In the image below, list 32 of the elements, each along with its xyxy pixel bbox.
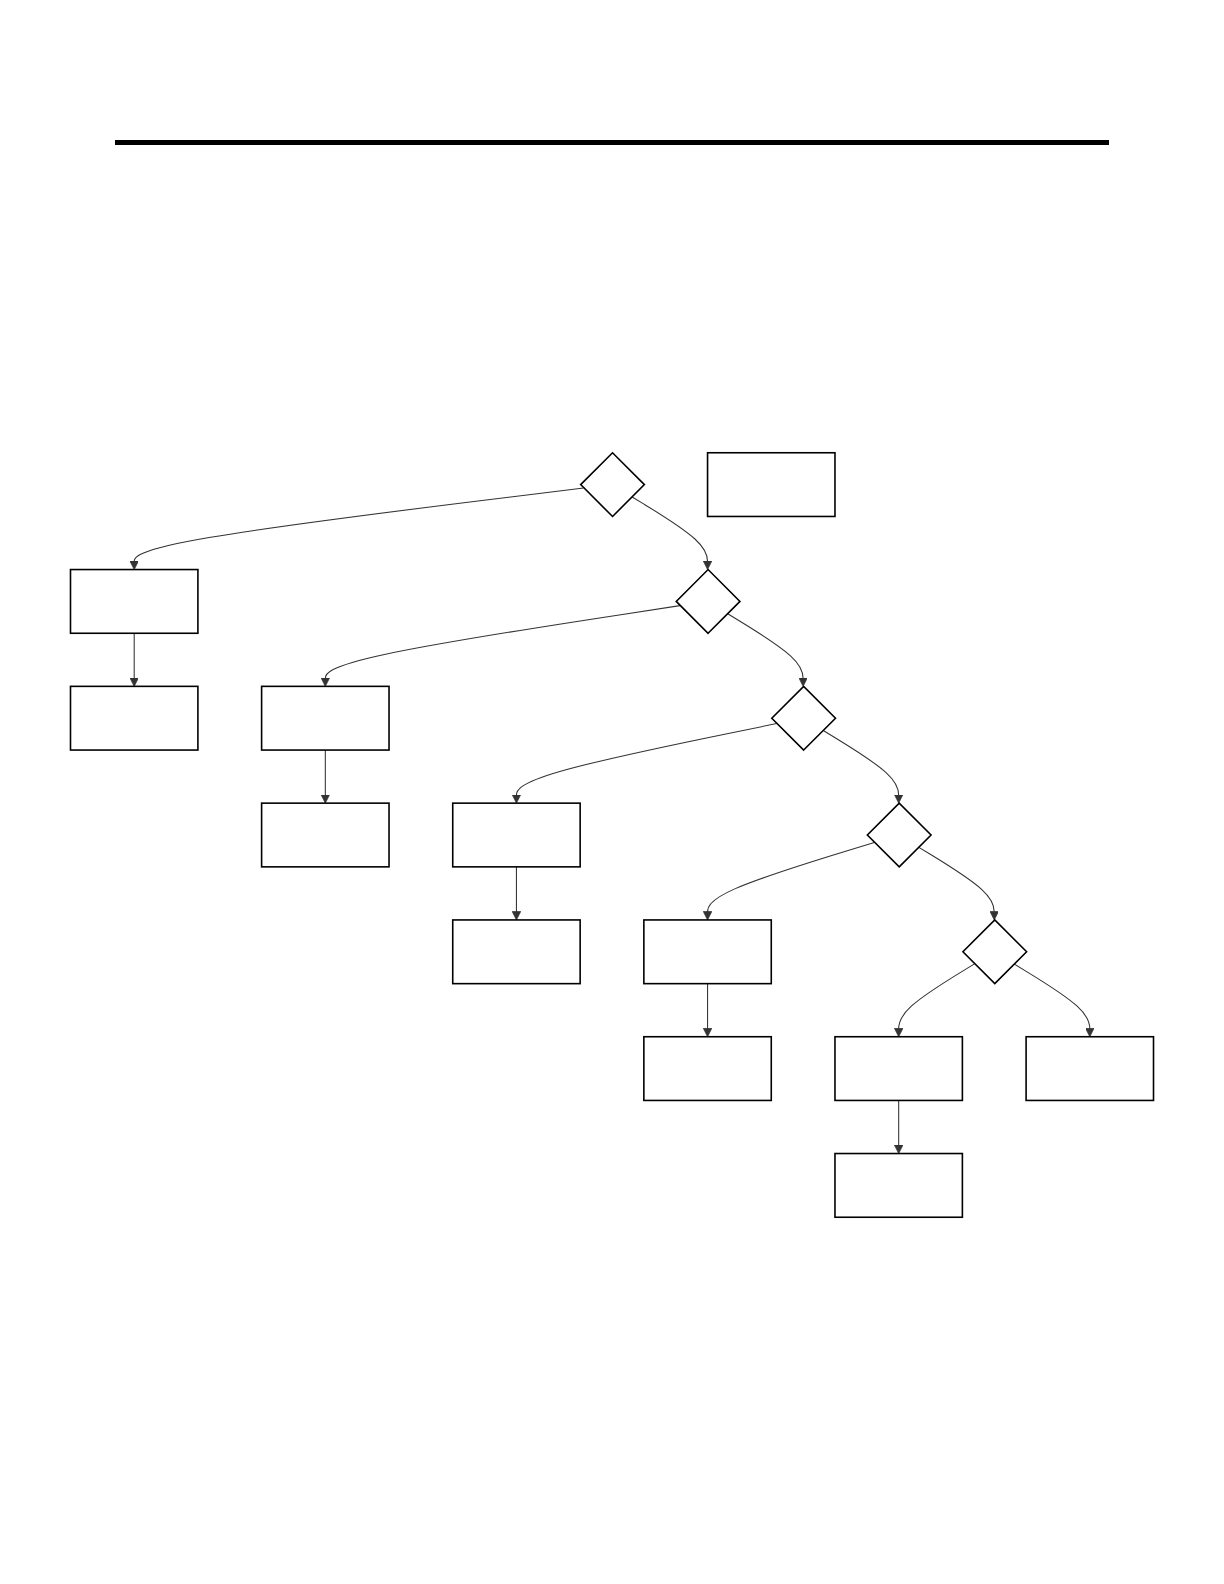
node-box bbox=[260, 802, 390, 868]
arrow bbox=[320, 749, 330, 804]
arrow bbox=[1013, 963, 1095, 1038]
arrow bbox=[129, 632, 139, 687]
node-diamond bbox=[579, 451, 646, 518]
node-diamond bbox=[770, 685, 837, 752]
arrow bbox=[894, 963, 975, 1038]
node-box bbox=[834, 1035, 964, 1102]
node-box bbox=[643, 919, 773, 985]
arrow bbox=[702, 983, 713, 1038]
node-diamond bbox=[675, 568, 742, 635]
node-box bbox=[69, 685, 199, 751]
arrow bbox=[511, 866, 522, 921]
node-box bbox=[706, 451, 836, 518]
node-diamond bbox=[961, 918, 1028, 985]
arrow bbox=[129, 487, 585, 570]
arrow bbox=[631, 496, 713, 570]
node-box bbox=[69, 568, 199, 635]
node-diamond bbox=[866, 802, 933, 868]
node-box bbox=[451, 919, 581, 985]
arrow bbox=[702, 841, 875, 921]
arrow bbox=[894, 1099, 904, 1154]
node-box bbox=[451, 802, 581, 868]
node-box bbox=[1025, 1035, 1155, 1102]
arrow bbox=[822, 729, 904, 804]
arrow bbox=[917, 846, 999, 921]
node-box bbox=[834, 1152, 964, 1219]
arrow bbox=[511, 723, 778, 804]
node-box bbox=[643, 1035, 773, 1102]
node-box bbox=[260, 685, 390, 751]
arrow bbox=[726, 612, 808, 687]
arrow bbox=[320, 605, 681, 687]
